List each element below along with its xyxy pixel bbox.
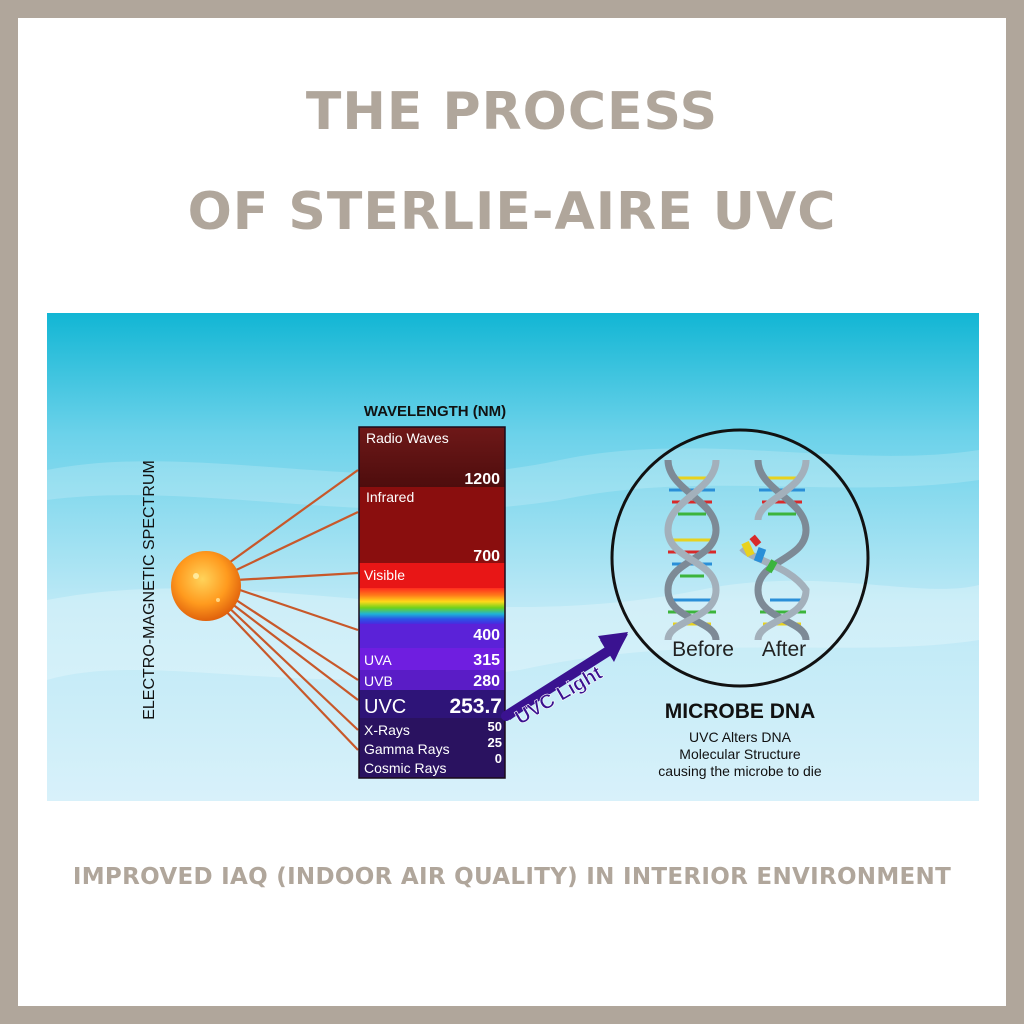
value-1200: 1200 <box>464 471 500 488</box>
microbe-dna-desc-2: Molecular Structure <box>679 746 801 762</box>
band-uvb <box>359 670 505 690</box>
sun-icon <box>171 551 241 621</box>
label-radio-waves: Radio Waves <box>366 430 449 446</box>
band-visible-red <box>359 563 505 588</box>
dna-after-label: After <box>762 638 806 661</box>
label-infrared: Infrared <box>366 489 414 505</box>
dna-circle <box>610 428 870 688</box>
value-400: 400 <box>473 627 500 644</box>
band-infrared <box>359 487 505 563</box>
band-uva <box>359 648 505 670</box>
value-0: 0 <box>495 751 502 766</box>
microbe-dna-desc-3: causing the microbe to die <box>658 763 822 779</box>
label-gamma-rays: Gamma Rays <box>364 741 450 757</box>
microbe-dna-title: MICROBE DNA <box>665 700 816 723</box>
page-title-line-1: THE PROCESS <box>305 82 719 142</box>
band-violet <box>359 624 505 648</box>
sun-rays <box>220 469 359 751</box>
value-25: 25 <box>488 735 502 750</box>
page-title-line-2: OF STERLIE-AIRE UVC <box>187 182 837 242</box>
microbe-dna-desc-1: UVC Alters DNA <box>689 729 792 745</box>
label-uvc: UVC <box>364 696 406 718</box>
band-radio <box>359 427 505 487</box>
wavelength-header: WAVELENGTH (NM) <box>364 403 506 420</box>
dna-before-label: Before <box>672 638 734 661</box>
dna-helix-after-icon <box>739 459 810 641</box>
value-280: 280 <box>473 673 500 690</box>
value-315: 315 <box>473 652 500 669</box>
value-50: 50 <box>488 719 502 734</box>
band-xray-gamma-cosmic <box>359 718 505 778</box>
label-visible: Visible <box>364 567 405 583</box>
label-x-rays: X-Rays <box>364 722 410 738</box>
cloud-streak <box>47 448 979 510</box>
spectrum-axis-label: ELECTRO-MAGNETIC SPECTRUM <box>141 460 158 720</box>
dna-helix-before-icon <box>664 459 720 641</box>
band-uvc <box>359 690 505 718</box>
value-253-7: 253.7 <box>449 695 502 718</box>
label-cosmic-rays: Cosmic Rays <box>364 760 446 776</box>
value-700: 700 <box>473 548 500 565</box>
label-uvb: UVB <box>364 673 393 689</box>
band-visible-rainbow <box>359 588 505 624</box>
footer-tagline: IMPROVED IAQ (INDOOR AIR QUALITY) IN INT… <box>72 864 952 890</box>
label-uva: UVA <box>364 652 392 668</box>
spectrum-column <box>358 426 506 779</box>
